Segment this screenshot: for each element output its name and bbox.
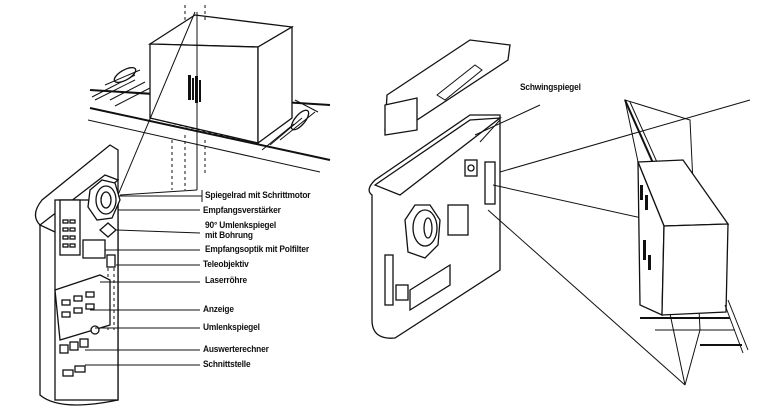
label-umlenkspiegel: Umlenkspiegel	[203, 322, 260, 333]
label-spiegelrad: Spiegelrad mit Schrittmotor	[205, 190, 311, 201]
right-package-box	[637, 159, 730, 316]
label-empfangsverstaerker: Empfangsverstärker	[203, 205, 281, 216]
label-mit-bohrung: mit Bohrung	[205, 230, 253, 241]
label-teleobjektiv: Teleobjektiv	[203, 259, 249, 270]
label-laserroehre: Laserröhre	[205, 275, 247, 286]
right-overhead-bar	[384, 39, 511, 136]
label-umlenkspiegel-90: 90° Umlenkspiegel	[205, 220, 276, 231]
label-empfangsoptik: Empfangsoptik mit Polfilter	[205, 244, 309, 255]
left-package-box	[147, 14, 294, 145]
label-anzeige: Anzeige	[203, 304, 234, 315]
right-conveyor	[640, 299, 749, 354]
label-schnittstelle: Schnittstelle	[203, 359, 251, 370]
left-leader-lines	[85, 190, 203, 366]
left-scan-beams	[117, 5, 206, 196]
left-scanner-housing	[34, 144, 121, 406]
right-scanner-housing	[368, 114, 503, 339]
label-auswerterechner: Auswerterechner	[203, 344, 269, 355]
label-schwingspiegel: Schwingspiegel	[520, 82, 581, 93]
